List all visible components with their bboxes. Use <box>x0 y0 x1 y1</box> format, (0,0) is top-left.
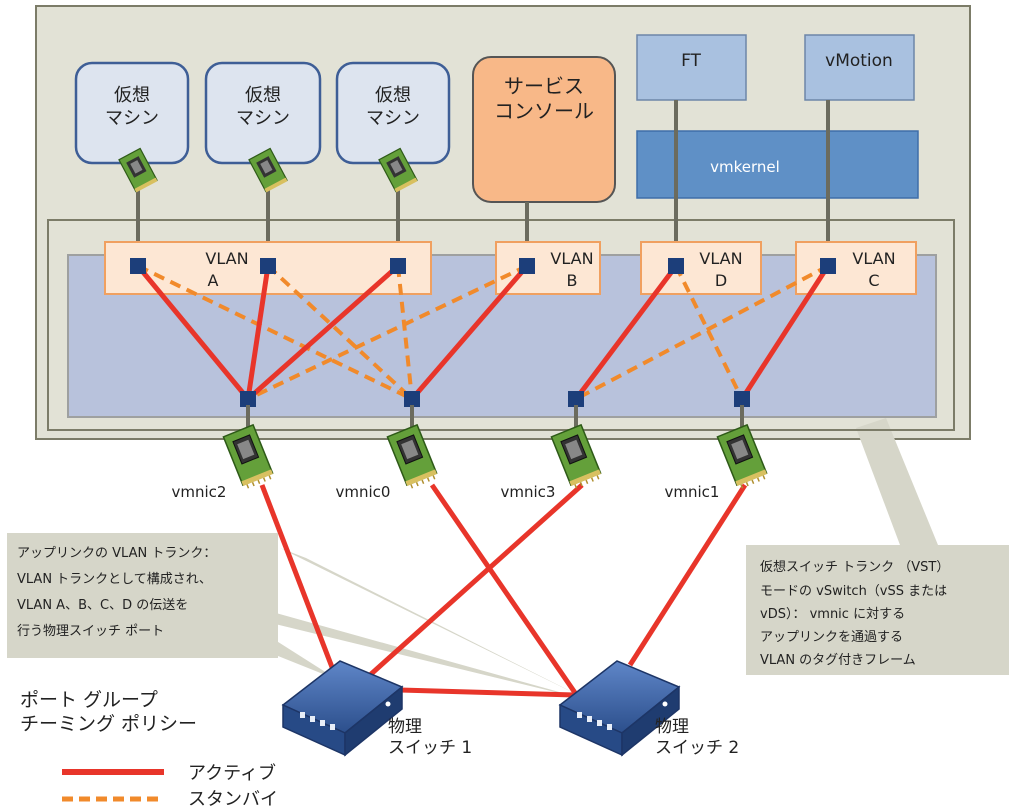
vmotion-label: vMotion <box>825 51 893 71</box>
callout-left-line4: 行う物理スイッチ ポート <box>17 624 164 639</box>
legend-active-label: アクティブ <box>188 762 276 784</box>
callout-right-pointer <box>856 418 938 545</box>
vm-1-label-line1: 仮想 <box>114 85 150 106</box>
vlan-b-label-line1: VLAN <box>550 249 593 268</box>
callout-left-line3: VLAN A、B、C、D の伝送を <box>17 598 188 613</box>
ft-box[interactable] <box>636 34 747 101</box>
service-console-label-line2: コンソール <box>494 99 594 123</box>
vlan-d-label-line2: D <box>715 271 727 290</box>
switch-2-label-line1: 物理 <box>655 717 689 737</box>
vlan-a-label-line1: VLAN <box>205 249 248 268</box>
vmkernel-box[interactable] <box>636 130 919 199</box>
vm-3-label-line2: マシン <box>366 108 420 129</box>
switch-1-label-line1: 物理 <box>388 717 422 737</box>
callout-right-line4: アップリンクを通過する <box>760 630 903 645</box>
legend-title-line1: ポート グループ <box>20 689 158 711</box>
uplink-links <box>259 483 748 702</box>
legend-title-line2: チーミング ポリシー <box>20 713 197 735</box>
switch-1-label-line2: スイッチ 1 <box>388 738 472 758</box>
active-links <box>136 264 831 401</box>
switch-2-label-line2: スイッチ 2 <box>655 738 739 758</box>
callout-right-line1: 仮想スイッチ トランク （VST） <box>760 559 949 575</box>
callout-right-line3: vDS）： vmnic に対する <box>760 607 905 622</box>
vmnic0-label: vmnic0 <box>336 483 391 501</box>
ft-label: FT <box>681 51 701 71</box>
vlan-c-label-line1: VLAN <box>852 249 895 268</box>
port-nodes <box>130 258 836 407</box>
vmnic-stubs <box>246 405 744 430</box>
vm-2-label-line1: 仮想 <box>245 85 281 106</box>
callout-left-line2: VLAN トランクとして構成され、 <box>17 572 212 587</box>
vmnic1-label: vmnic1 <box>665 483 720 501</box>
legend-standby-label: スタンバイ <box>188 789 278 809</box>
vswitch-outer <box>47 219 955 431</box>
callout-left-line1: アップリンクの VLAN トランク： <box>17 546 216 561</box>
vlan-b-label-line2: B <box>567 271 578 290</box>
vlan-c-label-line2: C <box>868 271 879 290</box>
vmotion-box[interactable] <box>804 34 915 101</box>
vlan-d-label-line1: VLAN <box>699 249 742 268</box>
callout-right-line2: モードの vSwitch（vSS または <box>760 584 947 599</box>
vmkernel-label: vmkernel <box>710 158 780 176</box>
vlan-a-label-line2: A <box>208 271 219 290</box>
vmnic3-label: vmnic3 <box>501 483 556 501</box>
vm-1-label-line2: マシン <box>105 108 159 129</box>
callout-right-line5: VLAN のタグ付きフレーム <box>760 653 916 668</box>
service-console[interactable] <box>472 56 616 203</box>
callout-right <box>746 545 1009 675</box>
vm-3-label-line1: 仮想 <box>375 85 411 106</box>
physical-switch-2-icon[interactable] <box>558 660 681 757</box>
vm-2-label-line2: マシン <box>236 108 290 129</box>
service-console-label-line1: サービス <box>504 74 584 98</box>
vmnic2-label: vmnic2 <box>172 483 227 501</box>
callout-left <box>7 533 278 658</box>
physical-switch-1-icon[interactable] <box>281 660 404 757</box>
standby-links <box>137 264 829 401</box>
